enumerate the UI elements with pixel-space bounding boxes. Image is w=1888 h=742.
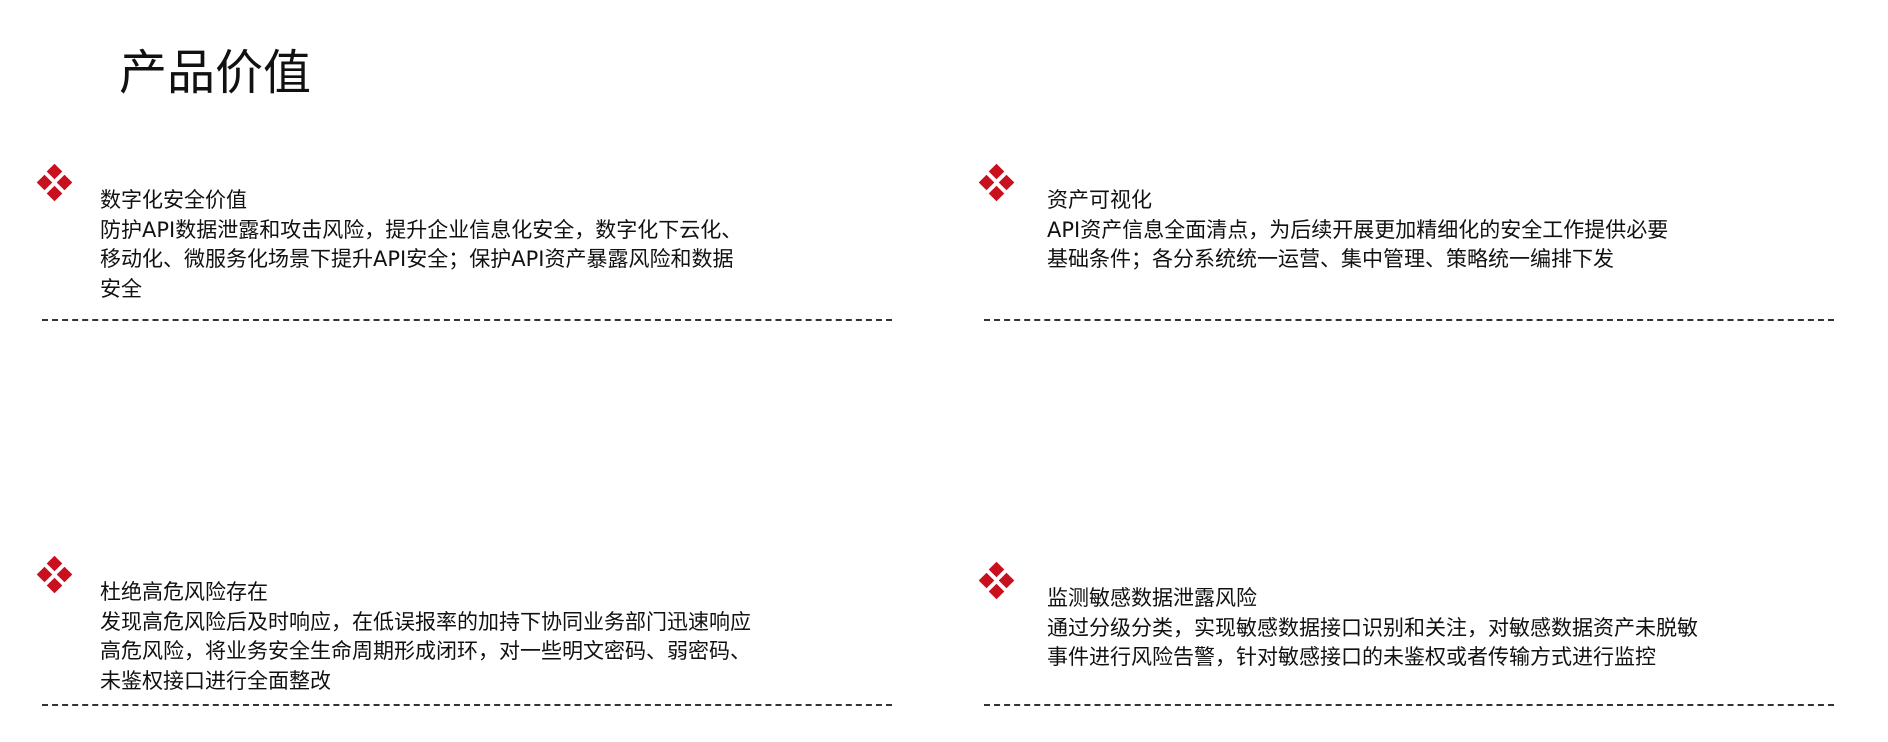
card-heading: 资产可视化 (1047, 188, 1152, 212)
page-title: 产品价值 (119, 45, 312, 101)
card-text-line: API资产信息全面清点，为后续开展更加精细化的安全工作提供必要 (1047, 217, 1669, 242)
card-text-line: 安全 (100, 276, 142, 301)
card-text-line: 未鉴权接口进行全面整改 (100, 668, 331, 693)
dashed-divider (42, 319, 892, 321)
dashed-divider (984, 704, 1834, 706)
red-diamond-cluster-icon (36, 555, 74, 594)
card-text-line: 基础条件；各分系统统一运营、集中管理、策略统一编排下发 (1047, 247, 1614, 271)
red-diamond-cluster-icon (36, 163, 74, 202)
card-text-line: 防护API数据泄露和攻击风险，提升企业信息化安全，数字化下云化、 (100, 217, 743, 242)
red-diamond-cluster-icon (978, 561, 1016, 600)
card-text-line: 高危风险，将业务安全生命周期形成闭环，对一些明文密码、弱密码、 (100, 639, 751, 663)
dashed-divider (42, 704, 892, 706)
card-heading: 监测敏感数据泄露风险 (1047, 586, 1257, 610)
card-heading: 杜绝高危风险存在 (100, 580, 268, 604)
card-text-line: 移动化、微服务化场景下提升API安全；保护API资产暴露风险和数据 (100, 247, 734, 271)
card-text-line: 通过分级分类，实现敏感数据接口识别和关注，对敏感数据资产未脱敏 (1047, 615, 1698, 640)
red-diamond-cluster-icon (978, 163, 1016, 202)
card-text-line: 发现高危风险后及时响应，在低误报率的加持下协同业务部门迅速响应 (100, 609, 751, 634)
card-text-line: 事件进行风险告警，针对敏感接口的未鉴权或者传输方式进行监控 (1047, 645, 1656, 669)
dashed-divider (984, 319, 1834, 321)
card-heading: 数字化安全价值 (100, 188, 247, 212)
